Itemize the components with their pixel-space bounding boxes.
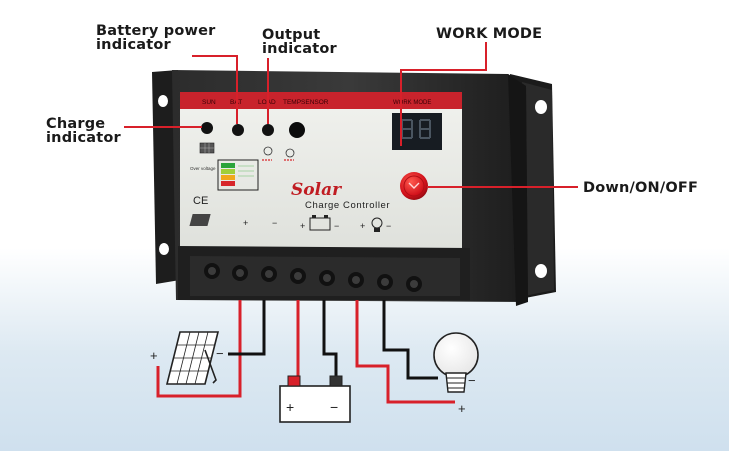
work-mode-callout: WORK MODE	[436, 26, 543, 42]
svg-text:−: −	[386, 221, 391, 231]
svg-text:+: +	[360, 221, 365, 231]
terminal-screws	[204, 263, 422, 292]
callout-lines	[124, 42, 578, 188]
battery-power-indicator-callout: Battery power indicator	[96, 23, 216, 53]
load-minus-label: −	[468, 373, 476, 388]
strip-label-sun: SUN	[202, 99, 216, 106]
panel-minus-label: −	[216, 346, 224, 361]
brand-solar: Solar	[291, 180, 342, 200]
panel-plus-label: +	[150, 348, 158, 363]
battery-icon	[279, 375, 351, 423]
load-plus-label: +	[458, 401, 466, 416]
battery-level-indicator	[217, 159, 259, 191]
over-voltage-label: Over voltage	[190, 166, 216, 171]
faceplate-battery-icon: + −	[300, 215, 339, 231]
battery-minus-label: −	[330, 399, 338, 415]
label-strip	[180, 92, 462, 109]
brand-model: Charge Controller	[305, 200, 390, 211]
battery-indicator-led	[232, 124, 244, 136]
small-solar-panel-icon	[199, 142, 215, 154]
strip-label-temp-sensor: TEMPSENSOR	[283, 99, 329, 106]
svg-text:−: −	[272, 218, 277, 228]
down-on-off-button[interactable]	[400, 172, 428, 200]
svg-text:+: +	[243, 218, 248, 228]
faceplate-panel-icon: + −	[189, 214, 277, 228]
svg-text:−: −	[334, 221, 339, 231]
charge-indicator-led	[201, 122, 213, 134]
faceplate-bulb-icon: + −	[360, 217, 391, 232]
down-on-off-callout: Down/ON/OFF	[583, 180, 699, 196]
output-indicator-callout: Output indicator	[262, 27, 337, 57]
wire-bundle	[156, 300, 455, 404]
solar-panel-icon	[165, 331, 220, 385]
battery-plus-label: +	[286, 399, 294, 415]
ce-mark: CE	[193, 195, 208, 207]
light-bulb-icon	[433, 332, 479, 393]
output-indicator-led	[262, 124, 274, 136]
small-bulb-icon	[262, 146, 295, 161]
svg-text:+: +	[300, 221, 305, 231]
strip-label-work-mode: WORK MODE	[393, 100, 431, 106]
work-mode-display	[392, 113, 442, 150]
temp-sensor-indicator	[289, 122, 305, 138]
charge-indicator-callout: Charge indicator	[46, 116, 121, 146]
